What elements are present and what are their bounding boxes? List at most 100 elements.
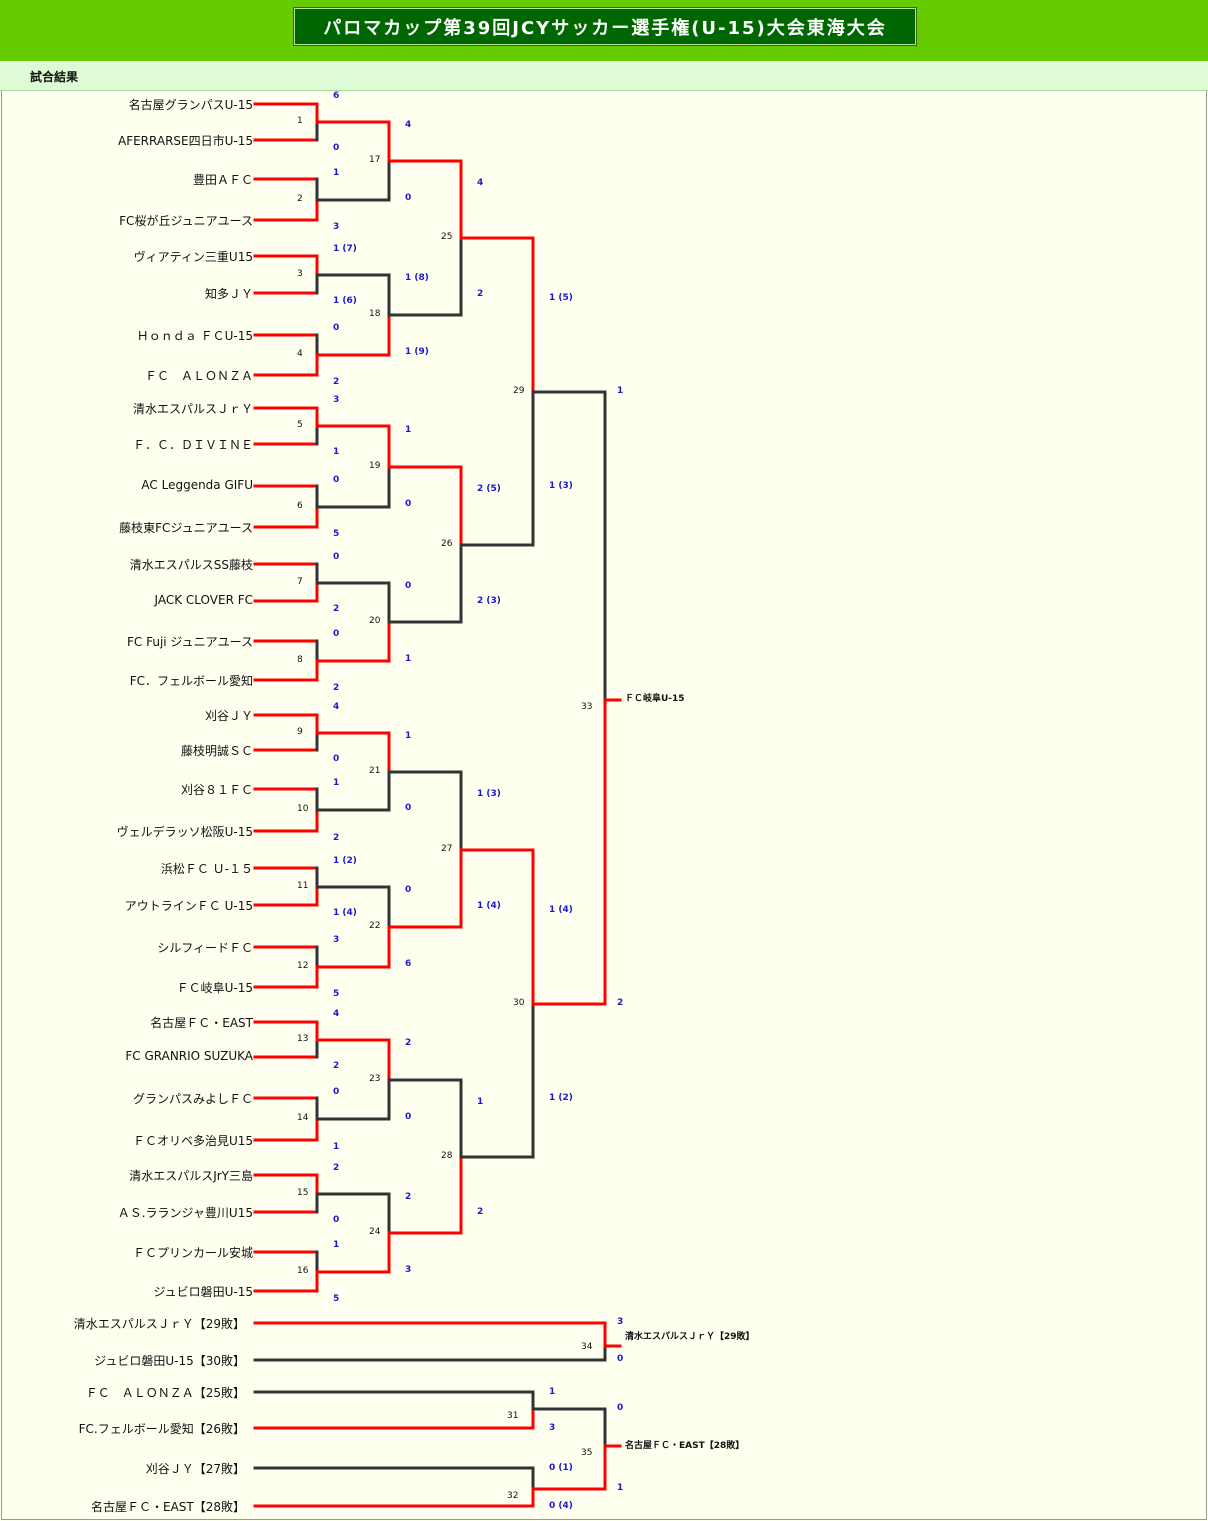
score-top: 0 — [405, 885, 412, 895]
match-number: 30 — [513, 998, 525, 1008]
team-name: ＡＳ.ラランジャ豊川U15 — [117, 1206, 253, 1220]
match-number: 19 — [369, 461, 381, 471]
score-top: 1 (7) — [333, 244, 357, 254]
team-name: 豊田ＡＦＣ — [192, 173, 253, 187]
score-top: 1 (2) — [333, 856, 357, 866]
score-bottom: 2 — [333, 1061, 340, 1071]
match-number: 28 — [441, 1151, 453, 1161]
match-number: 15 — [297, 1188, 309, 1198]
team-name: ジュビロ磐田U-15 — [153, 1285, 253, 1299]
score-top: 2 — [333, 1163, 340, 1173]
score-top: 4 — [405, 120, 412, 130]
match-number: 14 — [297, 1113, 309, 1123]
score-top: 2 — [405, 1038, 412, 1048]
match-number: 33 — [581, 702, 593, 712]
team-name: FC Fuji ジュニアユース — [127, 635, 253, 649]
match-number: 25 — [441, 232, 453, 242]
match-number: 18 — [369, 309, 381, 319]
header-bar: パロマカップ第39回JCYサッカー選手権(U-15)大会東海大会 — [0, 0, 1208, 61]
score-bottom: 1 (4) — [333, 908, 357, 918]
score-bottom: 3 — [405, 1265, 412, 1275]
score-top: 3 — [333, 395, 340, 405]
section-bar: 試合結果 — [0, 61, 1208, 91]
score-top: 1 (4) — [549, 905, 573, 915]
section-label: 試合結果 — [30, 70, 79, 84]
score-top: 6 — [333, 91, 340, 101]
match-number: 35 — [581, 1448, 593, 1458]
score-top: 0 — [333, 629, 340, 639]
score-bottom: 1 — [333, 447, 340, 457]
team-name: 知多ＪＹ — [204, 287, 253, 301]
score-bottom: 5 — [333, 989, 340, 999]
score-bottom: 1 (2) — [549, 1093, 573, 1103]
team-name: ヴィアティン三重U15 — [133, 250, 253, 264]
score-bottom: 2 — [333, 377, 340, 387]
score-top: 3 — [617, 1317, 624, 1327]
team-name: JACK CLOVER FC — [154, 593, 253, 607]
score-bottom: 0 — [405, 1112, 412, 1122]
score-bottom: 1 (9) — [405, 347, 429, 357]
score-bottom: 2 — [333, 604, 340, 614]
match-number: 21 — [369, 766, 381, 776]
team-name: 清水エスパルスSS藤枝 — [129, 558, 253, 572]
score-bottom: 0 — [405, 193, 412, 203]
team-name: ＦＣ ＡＬＯＮＺＡ【25敗】 — [85, 1386, 245, 1400]
score-bottom: 3 — [549, 1423, 556, 1433]
team-name: ＦＣオリベ多治見U15 — [132, 1134, 253, 1148]
team-name: ジュビロ磐田U-15【30敗】 — [94, 1354, 245, 1368]
score-top: 4 — [477, 178, 484, 188]
score-top: 0 — [405, 581, 412, 591]
match-number: 13 — [297, 1034, 309, 1044]
score-bottom: 5 — [333, 529, 340, 539]
score-bottom: 1 — [405, 654, 412, 664]
winner-name: 清水エスパルスＪｒＹ【29敗】 — [625, 1332, 755, 1342]
team-name: グランパスみよしＦＣ — [132, 1092, 253, 1106]
team-name: ヴェルデラッソ松阪U-15 — [116, 825, 253, 839]
score-top: 1 (3) — [477, 789, 501, 799]
match-number: 9 — [297, 727, 303, 737]
score-top: 1 — [405, 425, 412, 435]
team-name: FC．フェルボール愛知 — [129, 674, 253, 688]
score-top: 1 — [617, 386, 624, 396]
match-number: 34 — [581, 1342, 593, 1352]
score-top: 0 — [333, 475, 340, 485]
score-top: 1 — [549, 1387, 556, 1397]
team-name: ＦＣプリンカール安城 — [132, 1246, 253, 1260]
match-number: 26 — [441, 539, 453, 549]
score-top: 1 — [405, 731, 412, 741]
team-name: 藤枝東FCジュニアユース — [119, 521, 253, 535]
score-top: 4 — [333, 1009, 340, 1019]
match-number: 2 — [297, 194, 303, 204]
score-top: 0 — [333, 552, 340, 562]
score-top: 4 — [333, 702, 340, 712]
score-top: 2 (5) — [477, 484, 501, 494]
team-name: 清水エスパルスＪｒＹ【29敗】 — [73, 1317, 245, 1331]
team-name: ＦＣ岐阜U-15 — [176, 981, 253, 995]
score-top: 0 — [617, 1403, 624, 1413]
score-bottom: 2 — [617, 998, 624, 1008]
match-number: 3 — [297, 269, 303, 279]
team-name: FC.フェルボール愛知【26敗】 — [78, 1422, 245, 1436]
score-bottom: 0 — [333, 754, 340, 764]
team-name: 刈谷ＪＹ【27敗】 — [145, 1462, 245, 1476]
match-number: 11 — [297, 881, 309, 891]
team-name: アウトラインＦＣ U-15 — [124, 899, 253, 913]
content-frame — [1, 91, 1207, 1520]
winner-name: 名古屋ＦＣ・EAST【28敗】 — [625, 1441, 745, 1451]
match-number: 4 — [297, 349, 303, 359]
team-name: 名古屋ＦＣ・EAST【28敗】 — [90, 1500, 245, 1514]
score-top: 2 — [405, 1192, 412, 1202]
match-number: 6 — [297, 501, 303, 511]
match-number: 27 — [441, 844, 453, 854]
team-name: AC Leggenda GIFU — [141, 478, 253, 492]
score-bottom: 0 — [333, 1215, 340, 1225]
team-name: Ｆ．Ｃ．ＤＩＶＩＮＥ — [132, 438, 253, 452]
page-title: パロマカップ第39回JCYサッカー選手権(U-15)大会東海大会 — [294, 8, 916, 45]
score-bottom: 1 — [333, 1142, 340, 1152]
score-top: 3 — [333, 935, 340, 945]
score-bottom: 2 — [333, 683, 340, 693]
match-number: 8 — [297, 655, 303, 665]
score-bottom: 1 (3) — [549, 481, 573, 491]
team-name: 名古屋グランパスU-15 — [128, 98, 253, 112]
